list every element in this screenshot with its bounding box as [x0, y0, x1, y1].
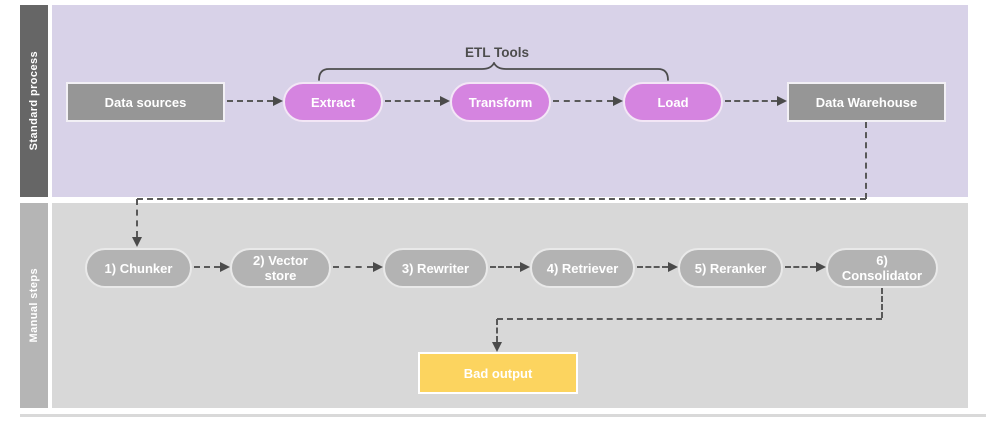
arrowhead-icon: [373, 262, 383, 272]
node-load: Load: [623, 82, 723, 122]
etl-tools-caption: ETL Tools: [465, 45, 529, 60]
node-retriever: 4) Retriever: [530, 248, 635, 288]
node-reranker: 5) Reranker: [678, 248, 783, 288]
lane-standard-process-label: Standard process: [28, 51, 40, 151]
node-vector-store: 2) Vector store: [230, 248, 331, 288]
lane-manual-steps-header: Manual steps: [20, 203, 48, 408]
connector-reranker-consolidator: [785, 266, 816, 268]
connector-warehouse-chunker-across: [137, 198, 866, 200]
connector-load-warehouse: [725, 100, 777, 102]
arrowhead-icon: [440, 96, 450, 106]
arrowhead-icon: [816, 262, 826, 272]
arrowhead-icon: [273, 96, 283, 106]
arrowhead-icon: [668, 262, 678, 272]
connector-warehouse-chunker-down: [865, 122, 867, 199]
node-transform: Transform: [450, 82, 551, 122]
connector-transform-load: [553, 100, 613, 102]
lane-standard-process-header: Standard process: [20, 5, 48, 197]
page-edge-rule: [20, 414, 986, 417]
connector-consolidator-badoutput-down: [881, 288, 883, 318]
node-data-warehouse: Data Warehouse: [787, 82, 946, 122]
connector-rewriter-retriever: [490, 266, 520, 268]
connector-chunker-vectorstore: [194, 266, 220, 268]
connector-warehouse-chunker-drop: [136, 199, 138, 237]
node-extract: Extract: [283, 82, 383, 122]
etl-tools-brace: [318, 62, 669, 81]
node-bad-output: Bad output: [418, 352, 578, 394]
node-data-sources: Data sources: [66, 82, 225, 122]
node-chunker: 1) Chunker: [85, 248, 192, 288]
connector-retriever-reranker: [637, 266, 668, 268]
lane-manual-steps-label: Manual steps: [28, 268, 40, 343]
arrowhead-icon: [520, 262, 530, 272]
connector-extract-transform: [385, 100, 440, 102]
node-consolidator: 6) Consolidator: [826, 248, 938, 288]
arrowhead-icon: [220, 262, 230, 272]
connector-consolidator-badoutput-across: [497, 318, 882, 320]
arrowhead-icon: [492, 342, 502, 352]
arrowhead-icon: [132, 237, 142, 247]
connector-consolidator-badoutput-drop: [496, 319, 498, 342]
node-rewriter: 3) Rewriter: [383, 248, 488, 288]
connector-datasources-extract: [227, 100, 273, 102]
arrowhead-icon: [613, 96, 623, 106]
arrowhead-icon: [777, 96, 787, 106]
connector-vectorstore-rewriter: [333, 266, 373, 268]
